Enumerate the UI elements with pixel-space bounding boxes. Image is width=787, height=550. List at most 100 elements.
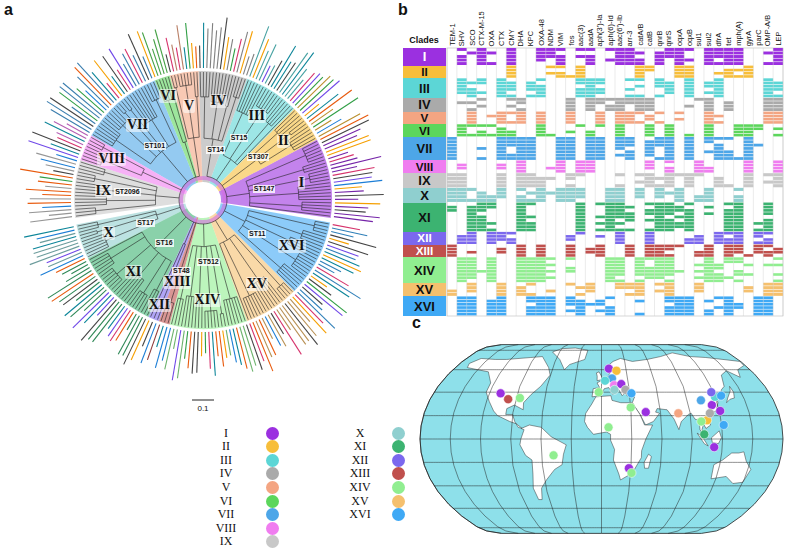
heatmap-cell: [645, 69, 655, 72]
heatmap-cell: [467, 260, 477, 263]
tree-branch: [299, 253, 315, 262]
heatmap-cell: [664, 300, 674, 303]
tree-branch: [190, 73, 191, 85]
heatmap-cell: [496, 293, 506, 296]
tree-branch: [310, 179, 329, 182]
leaf-label-mark: [77, 63, 113, 103]
leaf-label-mark: [92, 72, 116, 100]
clade-header-box: IX: [403, 173, 446, 188]
clade-number: X: [102, 226, 114, 240]
heatmap-cell: [506, 144, 516, 147]
heatmap-cell: [585, 48, 595, 51]
heatmap-cell: [655, 62, 665, 65]
heatmap-cell: [536, 309, 546, 312]
heatmap-cell: [714, 144, 724, 147]
heatmap-cell: [536, 267, 546, 270]
panel-letter: a: [4, 1, 13, 19]
heatmap-cell: [684, 229, 694, 232]
tree-branch: [150, 83, 157, 99]
heatmap-cell: [516, 118, 526, 121]
heatmap-cell: [635, 101, 645, 104]
heatmap-cell: [655, 82, 665, 85]
heatmap-cell: [645, 248, 655, 251]
leaf-label-mark: [48, 271, 91, 299]
heatmap-cell: [575, 75, 585, 78]
heatmap-cell: [664, 306, 674, 309]
heatmap-cell: [526, 264, 536, 267]
heatmap-cell: [477, 219, 487, 222]
heatmap-cell: [457, 260, 467, 263]
heatmap-cell: [743, 160, 753, 163]
leaf-label-mark: [330, 235, 376, 248]
tree-branch: [194, 138, 200, 177]
gene-header: tet: [724, 38, 733, 46]
heatmap-cell: [655, 273, 665, 276]
leaf-label-mark: [51, 109, 90, 132]
heatmap-cell: [556, 160, 566, 163]
heatmap-cell: [763, 245, 773, 248]
heatmap-cell: [585, 137, 595, 140]
heatmap-cell: [763, 181, 773, 184]
heatmap-cell: [605, 108, 615, 111]
gene-header: CTX: [497, 31, 506, 46]
heatmap-cell: [714, 232, 724, 235]
clade-number: III: [248, 109, 266, 123]
heatmap-cell: [585, 248, 595, 251]
heatmap-gridline: [654, 48, 655, 316]
heatmap-cell: [635, 313, 645, 316]
tree-branch: [155, 196, 179, 198]
heatmap-cell: [546, 192, 556, 195]
heatmap-cell: [674, 270, 684, 273]
heatmap-cell: [506, 105, 516, 108]
heatmap-cell: [487, 235, 497, 238]
tree-branch: [304, 144, 319, 151]
leaf-label-mark: [174, 329, 178, 348]
heatmap-cell: [546, 313, 556, 316]
heatmap-cell: [615, 154, 625, 157]
tree-branch: [111, 237, 145, 258]
heatmap-cell: [467, 286, 477, 289]
heatmap-cell: [763, 78, 773, 81]
heatmap-cell: [487, 62, 497, 65]
heatmap-cell: [635, 264, 645, 267]
tree-branch: [185, 296, 189, 327]
heatmap-cell: [506, 131, 516, 134]
heatmap-cell: [546, 303, 556, 306]
heatmap-cell: [635, 52, 645, 55]
sequence-type-label: ST16: [155, 239, 174, 247]
heatmap-cell: [743, 177, 753, 180]
heatmap-cell: [526, 140, 536, 143]
heatmap-cell: [506, 82, 516, 85]
heatmap-cell: [526, 276, 536, 279]
heatmap-cell: [615, 232, 625, 235]
heatmap-cell: [753, 222, 763, 225]
heatmap-cell: [714, 147, 724, 150]
heatmap-cell: [516, 108, 526, 111]
heatmap-cell: [487, 313, 497, 316]
heatmap-cell: [625, 283, 635, 286]
heatmap-cell: [645, 209, 655, 212]
heatmap-cell: [734, 131, 744, 134]
heatmap-cell: [763, 209, 773, 212]
heatmap-cell: [684, 144, 694, 147]
leaf-label-mark: [116, 312, 134, 340]
heatmap-cell: [467, 264, 477, 267]
heatmap-cell: [704, 170, 714, 173]
heatmap-cell: [516, 276, 526, 279]
heatmap-cell: [526, 88, 536, 91]
tree-branch: [302, 141, 316, 148]
heatmap-cell: [585, 167, 595, 170]
heatmap-cell: [625, 216, 635, 219]
heatmap-cell: [674, 195, 684, 198]
heatmap-cell: [674, 62, 684, 65]
heatmap-cell: [496, 238, 506, 241]
heatmap-cell: [674, 75, 684, 78]
heatmap-ground: [447, 48, 783, 316]
heatmap-cell: [664, 257, 674, 260]
heatmap-cell: [655, 203, 665, 206]
heatmap-cell: [516, 164, 526, 167]
tree-branch: [275, 111, 295, 130]
heatmap-cell: [773, 173, 783, 176]
heatmap-cell: [605, 309, 615, 312]
heatmap-cell: [763, 254, 773, 257]
